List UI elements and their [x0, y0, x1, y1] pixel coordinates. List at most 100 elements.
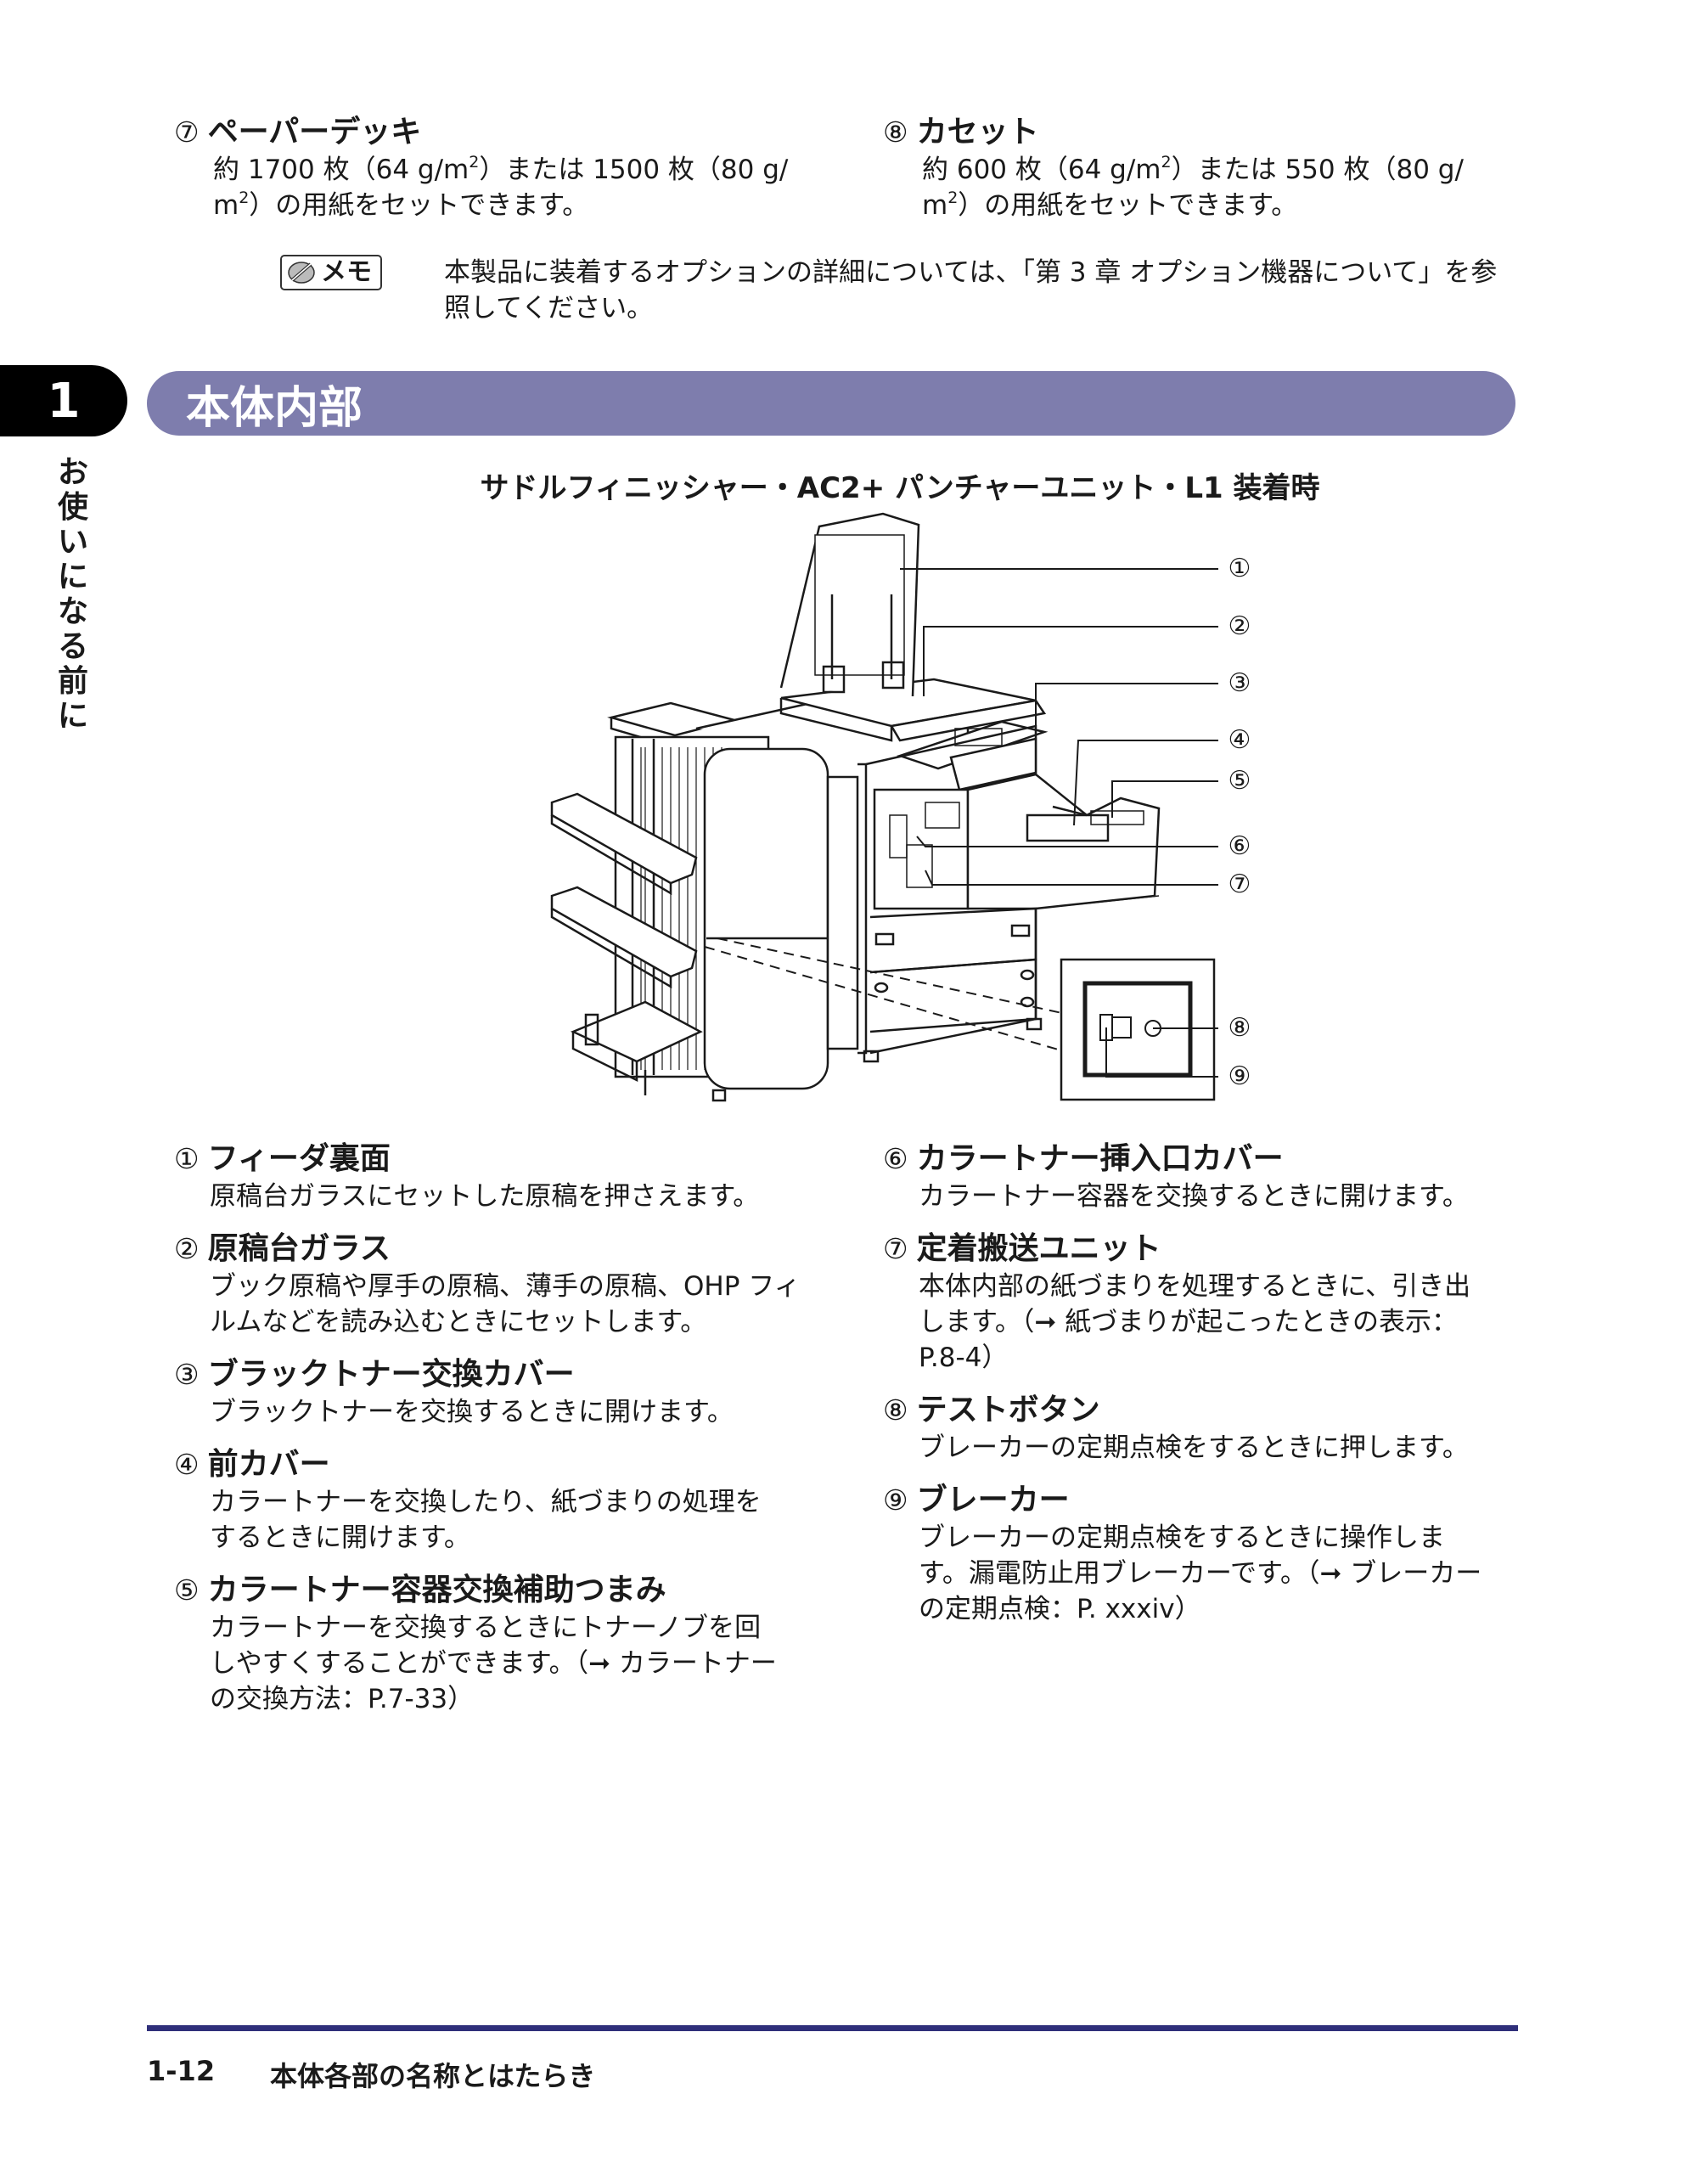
callout-9: ⑨: [1228, 1061, 1251, 1091]
option-line: m2）の用紙をセットできます。: [213, 189, 589, 222]
option-description: 約 600 枚（64 g/m2）または 550 枚（80 g/ m2）の用紙をセ…: [883, 152, 1528, 223]
callout-2: ②: [1228, 611, 1251, 641]
chapter-side-label: お使いになる前に: [54, 455, 92, 734]
callout-3: ③: [1228, 668, 1251, 698]
side-label-char: る: [57, 629, 88, 664]
part-description-line: カラートナーを交換したり、紙づまりの処理を: [210, 1487, 762, 1517]
option-number: ⑧: [883, 115, 908, 149]
part-description-line: カラートナー容器を交換するときに開けます。: [919, 1181, 1469, 1212]
part-description-line: 原稿台ガラスにセットした原稿を押さえます。: [210, 1181, 760, 1212]
part-description-line: の定期点検：P. xxxiv）: [919, 1594, 1201, 1624]
part-description-line: す。漏電防止用ブレーカーです。（➞ ブレーカー: [919, 1558, 1482, 1589]
part-description: 原稿台ガラスにセットした原稿を押さえます。: [174, 1179, 836, 1214]
figure-caption: サドルフィニッシャー・AC2+ パンチャーユニット・L1 装着時: [480, 471, 1320, 505]
side-label-char: な: [57, 594, 88, 629]
part-number: ⑤: [174, 1573, 200, 1607]
part-number: ⑦: [883, 1232, 908, 1265]
memo-text: 本製品に装着するオプションの詳細については、「第 3 章 オプション機器について…: [444, 255, 1497, 326]
part-description: カラートナーを交換したり、紙づまりの処理をするときに開けます。: [174, 1484, 836, 1556]
side-label-char: に: [57, 560, 88, 594]
part-description-line: の交換方法：P.7-33）: [210, 1684, 475, 1714]
chapter-number: 1: [47, 373, 81, 429]
page-number: 1-12: [147, 2055, 216, 2087]
copier-illustration: [550, 512, 1218, 1102]
part-title: 前カバー: [207, 1447, 330, 1482]
part-number: ⑥: [883, 1142, 908, 1175]
option-number: ⑦: [174, 115, 200, 149]
part-description-line: しやすくすることができます。（➞ カラートナー: [210, 1648, 777, 1679]
pencil-icon: [288, 262, 315, 284]
part-description: カラートナーを交換するときにトナーノブを回しやすくすることができます。（➞ カラ…: [174, 1610, 836, 1717]
part-description-line: ルムなどを読み込むときにセットします。: [210, 1307, 707, 1337]
callout-4: ④: [1228, 725, 1251, 755]
callout-leader-lines: [900, 568, 1218, 1078]
part-description-line: ブック原稿や厚手の原稿、薄手の原稿、OHP フィ: [210, 1271, 801, 1302]
callout-6: ⑥: [1228, 831, 1251, 861]
part-number: ④: [174, 1448, 200, 1481]
part-description-line: ブラックトナーを交換するときに開けます。: [210, 1397, 734, 1427]
part-description: 本体内部の紙づまりを処理するときに、引き出します。（➞ 紙づまりが起こったときの…: [883, 1269, 1528, 1376]
breaker-inset: [1060, 958, 1216, 1101]
part-description-line: 本体内部の紙づまりを処理するときに、引き出: [919, 1271, 1471, 1302]
part-title: ブラックトナー交換カバー: [207, 1357, 575, 1392]
part-title: フィーダ裏面: [207, 1141, 391, 1176]
part-description: ブラックトナーを交換するときに開けます。: [174, 1394, 836, 1430]
part-description: ブレーカーの定期点検をするときに操作します。漏電防止用ブレーカーです。（➞ ブレ…: [883, 1520, 1528, 1627]
part-title: ブレーカー: [916, 1483, 1070, 1517]
part-number: ⑨: [883, 1483, 908, 1517]
option-line: 約 1700 枚（64 g/m2）または 1500 枚（80 g/: [213, 153, 789, 186]
footer-rule: [147, 2025, 1518, 2031]
chapter-tab: 1: [0, 365, 127, 436]
part-description-line: カラートナーを交換するときにトナーノブを回: [210, 1613, 762, 1643]
callout-5: ⑤: [1228, 766, 1251, 796]
part-description: ブック原稿や厚手の原稿、薄手の原稿、OHP フィルムなどを読み込むときにセットし…: [174, 1269, 836, 1340]
section-title: 本体内部: [186, 382, 363, 434]
zoom-guide-lines: [704, 937, 1071, 1054]
option-line: m2）の用紙をセットできます。: [922, 189, 1298, 222]
side-label-char: い: [57, 525, 88, 560]
memo-line: 照してください。: [444, 293, 654, 324]
memo-badge: メモ: [280, 255, 382, 290]
part-description: ブレーカーの定期点検をするときに押します。: [883, 1430, 1528, 1466]
part-description-line: ブレーカーの定期点検をするときに操作しま: [919, 1523, 1445, 1553]
section-banner: 本体内部: [147, 371, 1515, 436]
memo-line: 本製品に装着するオプションの詳細については、「第 3 章 オプション機器について…: [444, 257, 1498, 288]
part-title: テストボタン: [916, 1393, 1100, 1427]
part-title: カラートナー容器交換補助つまみ: [207, 1573, 666, 1607]
option-description: 約 1700 枚（64 g/m2）または 1500 枚（80 g/ m2）の用紙…: [174, 152, 819, 223]
part-number: ①: [174, 1142, 200, 1175]
part-description-line: するときに開けます。: [210, 1523, 470, 1553]
part-number: ③: [174, 1358, 200, 1391]
side-label-char: お: [57, 455, 88, 490]
callout-7: ⑦: [1228, 870, 1251, 899]
memo-label: メモ: [321, 257, 372, 287]
option-line: 約 600 枚（64 g/m2）または 550 枚（80 g/: [922, 153, 1464, 186]
part-description: カラートナー容器を交換するときに開けます。: [883, 1179, 1528, 1214]
part-description-line: ブレーカーの定期点検をするときに押します。: [919, 1433, 1469, 1463]
side-label-char: 前: [57, 664, 88, 699]
part-title: 定着搬送ユニット: [916, 1231, 1161, 1266]
callout-8: ⑧: [1228, 1013, 1251, 1043]
footer-title: 本体各部の名称とはたらき: [270, 2060, 596, 2092]
part-number: ⑧: [883, 1393, 908, 1427]
part-number: ②: [174, 1232, 200, 1265]
part-description-line: します。（➞ 紙づまりが起こったときの表示：: [919, 1307, 1459, 1337]
copier-body: [695, 512, 1161, 1102]
side-label-char: 使: [57, 490, 88, 525]
part-title: カラートナー挿入口カバー: [916, 1141, 1284, 1176]
option-title: ペーパーデッキ: [207, 115, 422, 149]
option-title: カセット: [916, 115, 1039, 149]
